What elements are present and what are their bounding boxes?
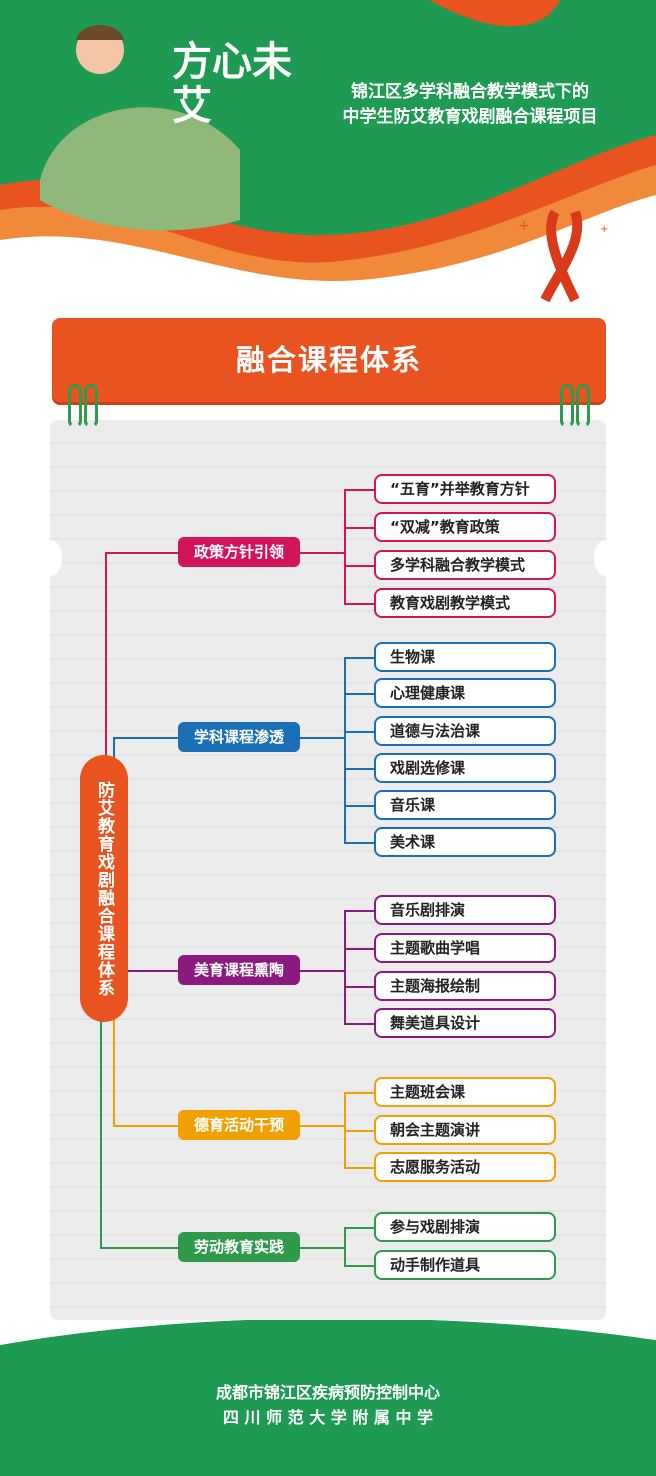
svg-text:+: +: [518, 218, 530, 234]
connector-line: [113, 737, 115, 765]
connector-line: [344, 489, 346, 605]
binder-ring-icon: [576, 384, 590, 428]
connector-line: [344, 527, 374, 529]
connector-line: [344, 1130, 374, 1132]
ribbon-top: [430, 0, 560, 27]
connector-line: [344, 1227, 346, 1267]
connector-line: [300, 1125, 344, 1127]
connector-line: [344, 768, 374, 770]
connector-line: [300, 970, 344, 972]
connector-line: [344, 1092, 374, 1094]
section-title: 融合课程体系: [52, 318, 606, 402]
leaf-node: 音乐剧排演: [374, 895, 556, 925]
connector-line: [344, 489, 374, 491]
connector-line: [300, 737, 344, 739]
leaf-node: 参与戏剧排演: [374, 1212, 556, 1242]
connector-line: [344, 910, 346, 1025]
title-line-2: 中学生防艾教育戏剧融合课程项目: [342, 107, 598, 127]
connector-line: [344, 1227, 374, 1229]
project-title: 锦江区多学科融合教学模式下的 中学生防艾教育戏剧融合课程项目: [300, 80, 640, 130]
leaf-node: 主题海报绘制: [374, 971, 556, 1001]
branch-node: 德育活动干预: [178, 1110, 300, 1140]
leaf-node: “五育”并举教育方针: [374, 474, 556, 504]
board-notch: [40, 540, 62, 576]
connector-line: [344, 693, 374, 695]
binder-ring-icon: [68, 384, 82, 428]
leaf-node: 志愿服务活动: [374, 1152, 556, 1182]
leaf-node: 主题歌曲学唱: [374, 933, 556, 963]
leaf-node: 多学科融合教学模式: [374, 550, 556, 580]
connector-line: [105, 552, 107, 765]
binder-ring-icon: [84, 384, 98, 428]
connector-line: [344, 1167, 374, 1169]
connector-line: [344, 565, 374, 567]
leaf-node: 戏剧选修课: [374, 753, 556, 783]
connector-line: [344, 948, 374, 950]
connector-line: [344, 1265, 374, 1267]
title-line-1: 锦江区多学科融合教学模式下的: [351, 82, 589, 102]
binder-ring-icon: [560, 384, 574, 428]
branch-node: 学科课程渗透: [178, 722, 300, 752]
connector-line: [344, 1023, 374, 1025]
footer-org-2: 四 川 师 范 大 学 附 属 中 学: [222, 1408, 434, 1427]
branch-node: 政策方针引领: [178, 537, 300, 567]
board-notch: [594, 540, 616, 576]
branch-node: 劳动教育实践: [178, 1232, 300, 1262]
leaf-node: 音乐课: [374, 790, 556, 820]
leaf-node: 教育戏剧教学模式: [374, 588, 556, 618]
connector-line: [128, 970, 178, 972]
logo: 方心未艾: [172, 39, 292, 129]
leaf-node: 道德与法治课: [374, 716, 556, 746]
connector-line: [344, 657, 374, 659]
connector-line: [300, 1247, 344, 1249]
leaf-node: 舞美道具设计: [374, 1008, 556, 1038]
connector-line: [344, 603, 374, 605]
red-ribbon-icon: [540, 209, 583, 303]
connector-line: [100, 1010, 102, 1247]
connector-line: [113, 737, 178, 739]
connector-line: [344, 731, 374, 733]
leaf-node: 心理健康课: [374, 678, 556, 708]
svg-text:+: +: [600, 224, 608, 235]
leaf-node: 美术课: [374, 827, 556, 857]
leaf-node: 动手制作道具: [374, 1250, 556, 1280]
connector-line: [344, 805, 374, 807]
connector-line: [100, 1247, 178, 1249]
branch-node: 美育课程熏陶: [178, 955, 300, 985]
leaf-node: 朝会主题演讲: [374, 1115, 556, 1145]
leaf-node: “双减”教育政策: [374, 512, 556, 542]
connector-line: [344, 842, 374, 844]
connector-line: [300, 552, 344, 554]
leaf-node: 生物课: [374, 642, 556, 672]
connector-line: [113, 1010, 115, 1125]
connector-line: [105, 552, 178, 554]
connector-line: [344, 910, 374, 912]
leaf-node: 主题班会课: [374, 1077, 556, 1107]
connector-line: [344, 986, 374, 988]
root-node: 防艾教育戏剧融合课程体系: [80, 755, 128, 1022]
footer-org-1: 成都市锦江区疾病预防控制中心: [215, 1383, 440, 1402]
connector-line: [113, 1125, 178, 1127]
connector-line: [344, 657, 346, 844]
